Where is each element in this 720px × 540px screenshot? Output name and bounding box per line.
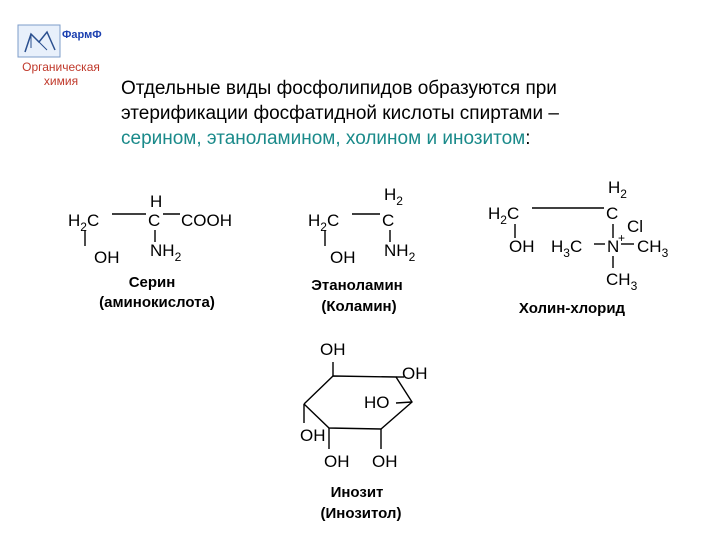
intro-line-3: серином, этаноламином, холином и инозито… — [121, 126, 706, 151]
choline-name: Холин-хлорид — [519, 300, 626, 317]
svg-text:OH: OH — [300, 426, 326, 445]
svg-text:OH: OH — [324, 452, 350, 471]
svg-text:H: H — [150, 192, 162, 211]
svg-text:OH: OH — [320, 340, 346, 359]
intro-tail: : — [525, 128, 531, 149]
svg-text:OH: OH — [330, 248, 356, 267]
serine-subtitle: (аминокислота) — [99, 294, 215, 311]
svg-text:Cl: Cl — [627, 217, 643, 236]
intro-paragraph: Отдельные виды фосфолипидов образуются п… — [121, 76, 706, 151]
svg-text:+: + — [618, 231, 625, 245]
svg-text:CH3: CH3 — [637, 237, 669, 260]
serine-name: Серин — [129, 274, 176, 291]
svg-text:H2C: H2C — [488, 204, 519, 227]
ethanolamine-name: Этаноламин — [311, 277, 402, 294]
svg-text:HO: HO — [364, 393, 390, 412]
course-title: Органическая химия — [6, 60, 116, 88]
svg-text:OH: OH — [509, 237, 535, 256]
intro-highlight: серином, этаноламином, холином и инозито… — [121, 128, 526, 149]
svg-text:H3C: H3C — [551, 237, 582, 260]
svg-text:C: C — [606, 204, 618, 223]
svg-text:OH: OH — [372, 452, 398, 471]
svg-text:H2C: H2C — [68, 211, 99, 234]
svg-text:H2: H2 — [384, 185, 403, 208]
svg-text:N: N — [607, 237, 619, 256]
svg-text:NH2: NH2 — [384, 241, 416, 264]
course-line-2: химия — [43, 74, 79, 88]
ethanolamine-subtitle: (Коламин) — [321, 298, 396, 315]
inositol-subtitle: (Инозитол) — [321, 505, 402, 522]
svg-text:COOH: COOH — [181, 211, 232, 230]
svg-text:NH2: NH2 — [150, 241, 182, 264]
brand-title: ФармФ — [62, 29, 102, 41]
pharm-logo — [17, 24, 61, 58]
svg-text:C: C — [382, 211, 394, 230]
inositol-structure: OH OH HO OH OH OH — [300, 340, 428, 471]
svg-text:C: C — [148, 211, 160, 230]
intro-line-2: этерификации фосфатидной кислоты спиртам… — [121, 103, 559, 124]
serine-structure: H2C H C COOH OH NH2 — [68, 192, 232, 267]
course-line-1: Органическая — [22, 60, 100, 74]
inositol-name: Инозит — [331, 484, 384, 501]
ethanolamine-structure: H2 H2C C OH NH2 — [308, 185, 416, 267]
choline-structure: H2 H2C C Cl + OH H3C N CH3 CH3 — [488, 178, 669, 293]
svg-text:OH: OH — [402, 364, 428, 383]
intro-line-1: Отдельные виды фосфолипидов образуются п… — [121, 78, 557, 99]
svg-text:H2C: H2C — [308, 211, 339, 234]
svg-text:CH3: CH3 — [606, 270, 638, 293]
svg-text:H2: H2 — [608, 178, 627, 201]
svg-text:OH: OH — [94, 248, 120, 267]
